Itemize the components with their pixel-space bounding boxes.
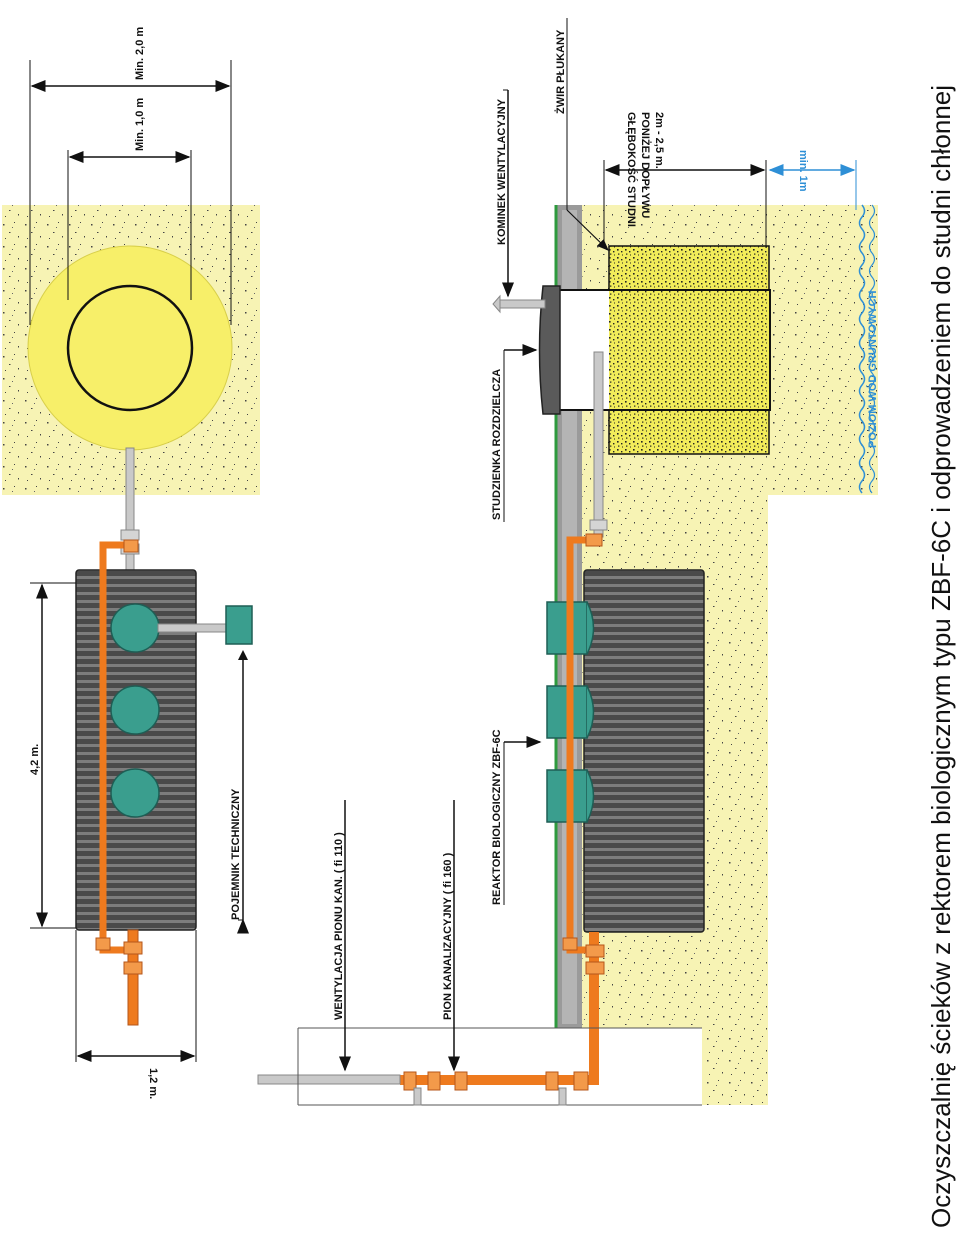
plan-internal-pipe xyxy=(99,541,132,954)
plan-technical-label: POJEMNIK TECHNICZNY xyxy=(230,788,242,920)
section-groundwater-line xyxy=(858,204,866,494)
label-well-depth-2: PONIŻEJ DOPŁYWU xyxy=(639,112,652,218)
section-reactor-tank xyxy=(583,569,705,933)
dim-label-width: 1,2 m. xyxy=(147,1068,159,1099)
diagram-title: Oczyszczalnię ścieków z rektorem biologi… xyxy=(926,85,956,1228)
plan-view: Min. 2,0 m Min. 1,0 m POJEMNIK TECHNICZN… xyxy=(2,27,260,1099)
section-vent-pipe xyxy=(257,1074,401,1085)
dim-label-min-1: Min. 1,0 m xyxy=(134,98,146,151)
dim-label-min-2: Min. 2,0 m xyxy=(134,27,146,80)
label-well-depth-1: GŁĘBOKOŚĆ STUDNI xyxy=(625,112,638,227)
section-internal-pipe xyxy=(566,536,594,954)
plan-gravel-circle xyxy=(27,245,233,451)
plan-manhole-3 xyxy=(110,768,160,818)
plan-well-ring xyxy=(66,284,194,412)
label-washed-gravel: ŻWIR PŁUKANY xyxy=(554,29,567,114)
label-bio-reactor: REAKTOR BIOLOGICZNY ZBF-6C xyxy=(491,729,503,905)
section-view: KOMINEK WENTYLACYJNY ŻWIR PŁUKANY GŁĘBOK… xyxy=(257,18,879,1106)
plan-technical-container xyxy=(225,605,253,645)
label-distribution-chamber: STUDZIENKA ROZDZIELCZA xyxy=(491,369,503,520)
section-outlet-pipe xyxy=(593,351,604,538)
label-min-1m: min. 1m xyxy=(797,150,809,192)
dim-label-length: 4,2 m. xyxy=(29,744,41,775)
plan-inlet-pipe xyxy=(127,929,139,1026)
label-groundwater: POZIOM WÓD GRUNTOWYCH xyxy=(866,290,879,448)
label-well-depth-3: 2m - 2,5 m. xyxy=(653,112,665,169)
label-vent-stack: KOMINEK WENTYLACYJNY xyxy=(496,98,508,245)
plan-manhole-2 xyxy=(110,685,160,735)
label-sewer-riser: PION KANALIZACYJNY ( fi 160 ) xyxy=(442,852,454,1020)
label-riser-vent: WENTYLACJA PIONU KAN. ( fi 110 ) xyxy=(333,832,345,1020)
plan-manhole-1 xyxy=(110,603,160,653)
section-vent-stack xyxy=(499,299,546,309)
